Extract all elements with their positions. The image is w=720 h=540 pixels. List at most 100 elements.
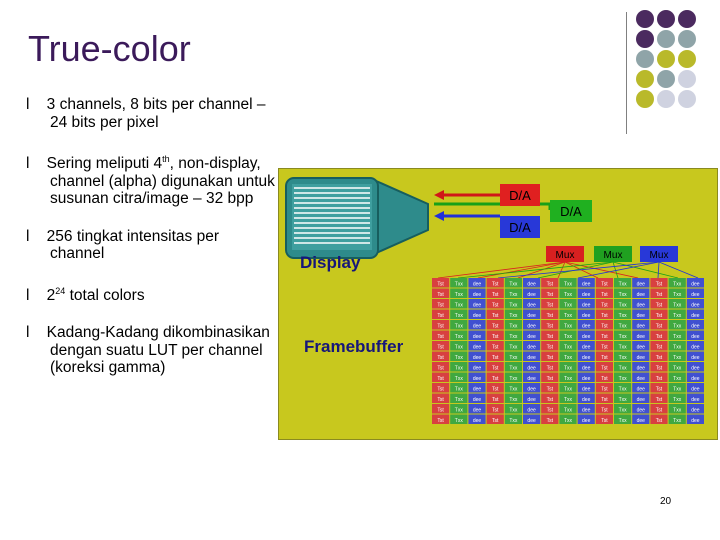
- framebuffer-cell: [450, 309, 468, 319]
- framebuffer-cell-text: Txx: [564, 387, 573, 393]
- bullet-text: Kadang-Kadang dikombinasikan dengan suat…: [46, 324, 270, 377]
- framebuffer-cell-text: dee: [582, 387, 591, 393]
- framebuffer-cell-text: dee: [582, 366, 591, 372]
- framebuffer-cell-text: Tst: [492, 303, 499, 309]
- framebuffer-cell: [650, 404, 668, 414]
- framebuffer-cell-text: dee: [637, 376, 646, 382]
- framebuffer-cell: [504, 393, 522, 403]
- framebuffer-cell: [504, 299, 522, 309]
- framebuffer-cell-text: dee: [637, 397, 646, 403]
- framebuffer-cell: [577, 414, 595, 424]
- framebuffer-cell: [614, 320, 632, 330]
- framebuffer-cell-text: Tst: [547, 366, 554, 372]
- framebuffer-cell: [577, 393, 595, 403]
- framebuffer-cell: [432, 320, 450, 330]
- framebuffer-cell-text: dee: [582, 292, 591, 298]
- da-box-blue: [500, 216, 540, 238]
- framebuffer-cell-text: dee: [527, 418, 536, 424]
- framebuffer-cell-text: Txx: [619, 366, 628, 372]
- dot: [657, 50, 675, 68]
- framebuffer-cell: [632, 288, 650, 298]
- framebuffer-cell-text: Txx: [564, 303, 573, 309]
- framebuffer-cell-text: dee: [473, 334, 482, 340]
- framebuffer-cell-text: Tst: [601, 355, 608, 361]
- framebuffer-cell: [432, 330, 450, 340]
- framebuffer-cell: [486, 309, 504, 319]
- framebuffer-cell: [541, 351, 559, 361]
- framebuffer-cell-text: dee: [637, 355, 646, 361]
- framebuffer-cell-text: Txx: [619, 282, 628, 288]
- framebuffer-cell-text: dee: [691, 292, 700, 298]
- framebuffer-cell-text: Tst: [492, 292, 499, 298]
- framebuffer-cell: [595, 299, 613, 309]
- framebuffer-cell-text: Txx: [564, 313, 573, 319]
- framebuffer-cell-text: Txx: [564, 366, 573, 372]
- framebuffer-cell: [559, 288, 577, 298]
- framebuffer-cell-text: Tst: [601, 303, 608, 309]
- framebuffer-cell-text: dee: [582, 313, 591, 319]
- framebuffer-cell-text: dee: [473, 387, 482, 393]
- framebuffer-cell-text: dee: [473, 376, 482, 382]
- mux-box-red: [546, 246, 584, 262]
- framebuffer-cell-text: dee: [473, 313, 482, 319]
- framebuffer-cell: [595, 383, 613, 393]
- framebuffer-cell-text: Tst: [601, 324, 608, 330]
- framebuffer-cell-text: Txx: [673, 345, 682, 351]
- framebuffer-cell-text: dee: [473, 324, 482, 330]
- framebuffer-cell: [541, 372, 559, 382]
- framebuffer-cell: [504, 362, 522, 372]
- framebuffer-cell: [523, 330, 541, 340]
- framebuffer-cell-text: Tst: [656, 376, 663, 382]
- framebuffer-cell-text: Txx: [455, 292, 464, 298]
- framebuffer-cell: [632, 320, 650, 330]
- framebuffer-cell-text: Txx: [673, 334, 682, 340]
- framebuffer-cell: [486, 414, 504, 424]
- framebuffer-cell-text: dee: [527, 366, 536, 372]
- framebuffer-cell-text: Txx: [564, 292, 573, 298]
- framebuffer-cell: [595, 414, 613, 424]
- framebuffer-cell-text: Tst: [492, 334, 499, 340]
- framebuffer-cell-text: dee: [582, 397, 591, 403]
- framebuffer-cell-text: Txx: [455, 303, 464, 309]
- dot: [678, 50, 696, 68]
- framebuffer-cell: [686, 320, 704, 330]
- framebuffer-cell: [486, 383, 504, 393]
- framebuffer-cell: [614, 341, 632, 351]
- framebuffer-cell: [432, 362, 450, 372]
- framebuffer-cell: [468, 330, 486, 340]
- framebuffer-cell-text: Txx: [509, 376, 518, 382]
- framebuffer-cell-text: Tst: [437, 334, 444, 340]
- framebuffer-cell: [504, 383, 522, 393]
- framebuffer-cell-text: Tst: [437, 345, 444, 351]
- framebuffer-cell-text: Tst: [492, 345, 499, 351]
- framebuffer-cell: [559, 393, 577, 403]
- framebuffer-cell: [668, 299, 686, 309]
- framebuffer-cell: [632, 414, 650, 424]
- framebuffer-cell-text: dee: [473, 397, 482, 403]
- framebuffer-cell: [632, 372, 650, 382]
- framebuffer-cell: [450, 330, 468, 340]
- framebuffer-cell-text: dee: [473, 303, 482, 309]
- framebuffer-cell: [650, 320, 668, 330]
- bullet-text: Sering meliputi 4th, non-display, channe…: [46, 154, 275, 208]
- framebuffer-cell: [523, 299, 541, 309]
- framebuffer-cell-text: Txx: [673, 366, 682, 372]
- framebuffer-cell: [559, 330, 577, 340]
- da-box-red: [500, 184, 540, 206]
- framebuffer-cell-text: dee: [637, 313, 646, 319]
- framebuffer-cell: [614, 404, 632, 414]
- framebuffer-cell: [668, 351, 686, 361]
- framebuffer-cell: [577, 278, 595, 288]
- framebuffer-cell: [668, 362, 686, 372]
- framebuffer-cell-text: Txx: [619, 303, 628, 309]
- bullet-text: 224 total colors: [46, 285, 145, 304]
- framebuffer-cell: [504, 351, 522, 361]
- framebuffer-cell-text: Tst: [547, 376, 554, 382]
- framebuffer-cell: [650, 341, 668, 351]
- framebuffer-cell: [468, 299, 486, 309]
- framebuffer-cell: [486, 330, 504, 340]
- framebuffer-cell-text: Tst: [492, 387, 499, 393]
- framebuffer-cell-text: dee: [582, 324, 591, 330]
- framebuffer-cell-text: dee: [527, 334, 536, 340]
- bullet-item: l Sering meliputi 4th, non-display, chan…: [26, 154, 275, 208]
